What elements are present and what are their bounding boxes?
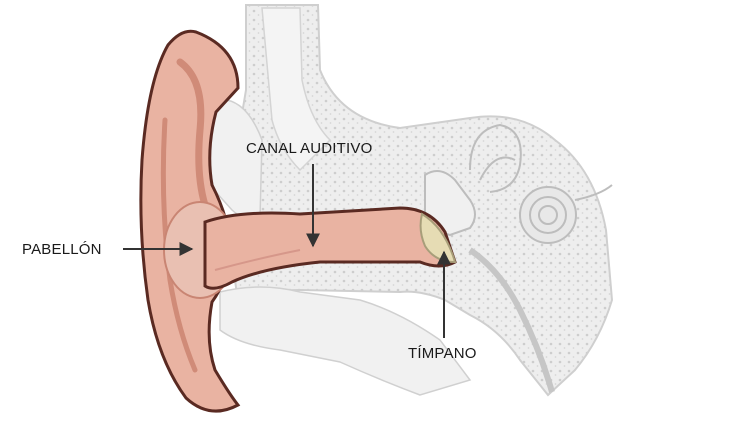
eustachian-tube — [468, 247, 555, 393]
cochlea — [519, 186, 577, 244]
ear-canal-label: CANAL AUDITIVO — [246, 140, 373, 157]
ear-canal — [203, 206, 457, 290]
semicircular-canals — [469, 123, 522, 193]
eardrum-label: TÍMPANO — [408, 345, 477, 362]
pinna-label: PABELLÓN — [22, 241, 102, 258]
auditory-nerve — [574, 184, 613, 201]
